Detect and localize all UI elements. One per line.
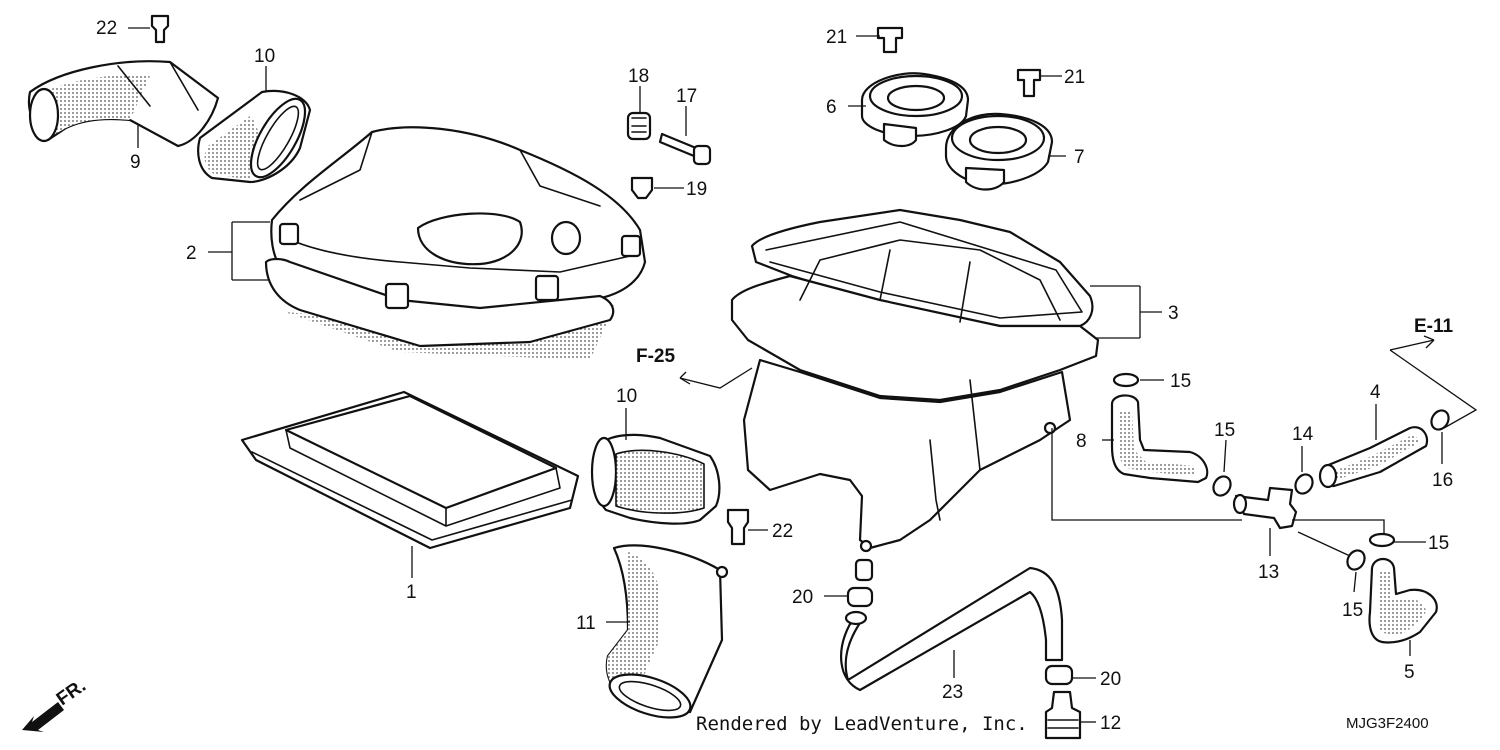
callout-1: 1 [406, 582, 417, 603]
callout-11: 11 [576, 613, 596, 634]
intake-duct-part-9 [27, 60, 220, 148]
nut-part-18 [626, 111, 652, 141]
render-credit: Rendered by LeadVenture, Inc. [696, 713, 1028, 735]
callout-20: 20 [1100, 669, 1121, 690]
hose-clip-part-15-b [1212, 475, 1232, 497]
hose-clip-part-16 [1430, 409, 1450, 431]
callout-18: 18 [628, 66, 649, 87]
callout-20: 20 [792, 587, 813, 608]
callout-21: 21 [826, 27, 847, 48]
reference-f25: F-25 [636, 346, 676, 367]
callout-9: 9 [130, 152, 141, 173]
grommet-part-19 [630, 176, 654, 200]
callout-3: 3 [1168, 303, 1179, 324]
callout-16: 16 [1432, 470, 1453, 491]
callout-14: 14 [1292, 424, 1314, 445]
clip-part-20-lower [1044, 664, 1074, 686]
callout-4: 4 [1370, 382, 1381, 403]
callout-6: 6 [826, 97, 837, 118]
hose-clip-part-15-a [1112, 372, 1140, 388]
front-direction-arrow-icon: FR. [22, 675, 90, 732]
screw-part-22-upper [150, 14, 170, 44]
callout-10: 10 [616, 386, 637, 407]
hose-clip-part-15-d [1346, 549, 1366, 571]
callout-12: 12 [1100, 713, 1121, 734]
callout-13: 13 [1258, 562, 1279, 583]
callout-19: 19 [686, 179, 707, 200]
hose-clip-part-14 [1294, 473, 1314, 495]
hose-clip-part-15-c [1368, 532, 1396, 548]
hose-part-4 [1318, 426, 1429, 489]
leader-lines [128, 27, 1478, 723]
funnel-part-10-upper [197, 89, 312, 184]
air-funnel-part-6 [860, 72, 970, 148]
callout-15: 15 [1342, 600, 1363, 621]
air-filter-element-part-1 [240, 390, 580, 550]
callout-22: 22 [96, 18, 117, 39]
screw-part-22-lower [726, 508, 750, 546]
air-funnel-part-7 [944, 112, 1054, 191]
screw-part-21-upper [876, 26, 904, 54]
callout-15: 15 [1214, 420, 1235, 441]
funnel-part-10-lower [590, 433, 721, 525]
diagram-code: MJG3F2400 [1346, 715, 1429, 732]
air-cleaner-case-part-3 [730, 208, 1100, 553]
t-joint-part-13 [1232, 486, 1298, 530]
callout-15: 15 [1170, 371, 1191, 392]
air-cleaner-cover-part-2 [264, 126, 647, 360]
hose-part-5 [1368, 557, 1438, 644]
reference-e11: E-11 [1414, 316, 1454, 337]
callout-23: 23 [942, 682, 963, 703]
drain-tube-part-23 [840, 566, 1064, 692]
callout-15: 15 [1428, 533, 1449, 554]
screw-part-21-right [1016, 68, 1042, 98]
intake-duct-part-11 [605, 544, 729, 719]
callout-7: 7 [1074, 147, 1085, 168]
hose-part-8 [1110, 394, 1209, 484]
screw-part-17 [658, 132, 712, 166]
drain-plug-part-12 [1044, 690, 1082, 740]
callout-17: 17 [676, 86, 697, 107]
callout-10: 10 [254, 46, 275, 67]
callout-2: 2 [186, 243, 197, 264]
callout-labels: 22 10 9 2 18 17 19 21 21 6 7 3 15 8 15 1… [96, 18, 1453, 734]
callout-22: 22 [772, 521, 793, 542]
callout-5: 5 [1404, 662, 1415, 683]
clip-part-20-upper [846, 558, 874, 608]
callout-8: 8 [1076, 431, 1087, 452]
callout-21: 21 [1064, 67, 1085, 88]
